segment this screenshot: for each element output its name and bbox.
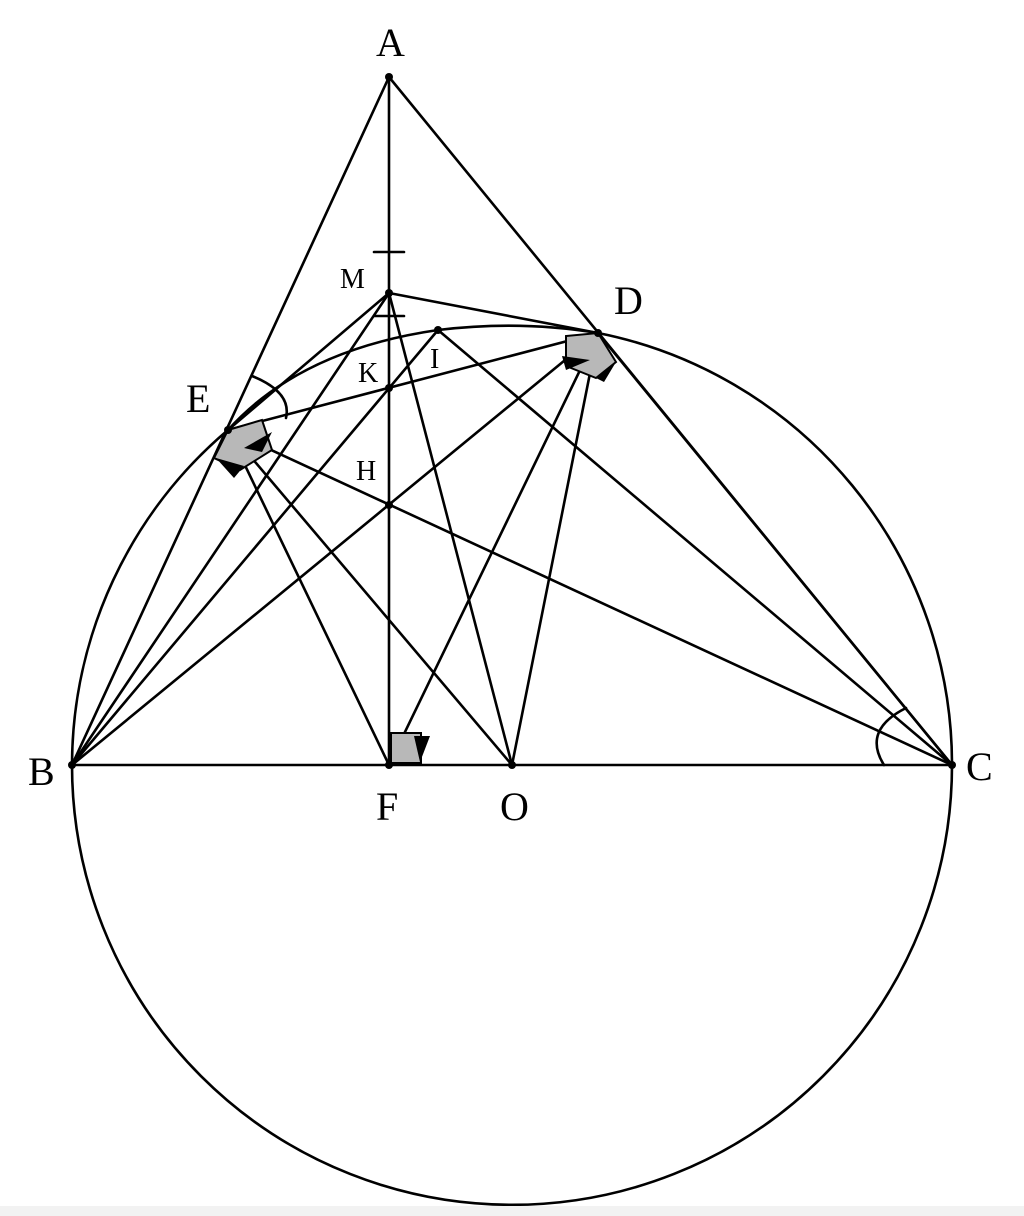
point-e — [224, 426, 232, 434]
point-c — [948, 761, 956, 769]
bottom-strip — [0, 1206, 1024, 1216]
point-d — [594, 329, 602, 337]
label-k: K — [358, 358, 378, 389]
right-angle-arrow-e2 — [216, 458, 244, 478]
segment-df — [387, 331, 600, 767]
label-f: F — [376, 784, 398, 829]
segment-ab — [70, 75, 391, 767]
label-m: M — [340, 264, 365, 295]
segment-ic — [436, 328, 954, 767]
right-angle-arrow-f — [414, 736, 430, 762]
point-o — [508, 761, 516, 769]
segment-ib — [70, 328, 440, 767]
segment-mb — [70, 291, 391, 767]
circle-upper-left-arc — [70, 428, 230, 767]
label-b: B — [28, 749, 55, 794]
segment-ef — [226, 428, 391, 767]
circle-upper-right-arc — [596, 331, 954, 767]
segment-ce — [226, 428, 954, 767]
segment-mo — [387, 291, 514, 767]
label-d: D — [614, 278, 643, 323]
point-i — [434, 326, 442, 334]
right-angle-arrow-d2 — [596, 362, 616, 382]
right-angle-arrow-e1 — [244, 432, 272, 452]
angle-arc-at-e — [250, 374, 289, 420]
right-angle-arrow-d1 — [562, 356, 590, 370]
label-i: I — [430, 344, 439, 375]
segment-dc — [596, 331, 954, 767]
point-a — [385, 73, 393, 81]
label-e: E — [186, 376, 210, 421]
point-h — [385, 501, 393, 509]
angle-arc-at-c — [875, 706, 908, 767]
right-angle-mark-d — [565, 331, 618, 380]
point-b — [68, 761, 76, 769]
segment-md — [387, 291, 600, 335]
label-a: A — [376, 20, 405, 65]
segment-me — [226, 291, 391, 432]
label-h: H — [356, 456, 376, 487]
segment-ed — [226, 331, 600, 432]
point-m — [385, 289, 393, 297]
segment-bd — [70, 331, 600, 767]
segment-eo — [226, 428, 514, 767]
circle-lower-arc — [70, 763, 954, 1207]
point-k — [385, 384, 393, 392]
label-c: C — [966, 744, 993, 789]
segment-do — [510, 331, 600, 767]
point-f — [385, 761, 393, 769]
label-o: O — [500, 784, 529, 829]
